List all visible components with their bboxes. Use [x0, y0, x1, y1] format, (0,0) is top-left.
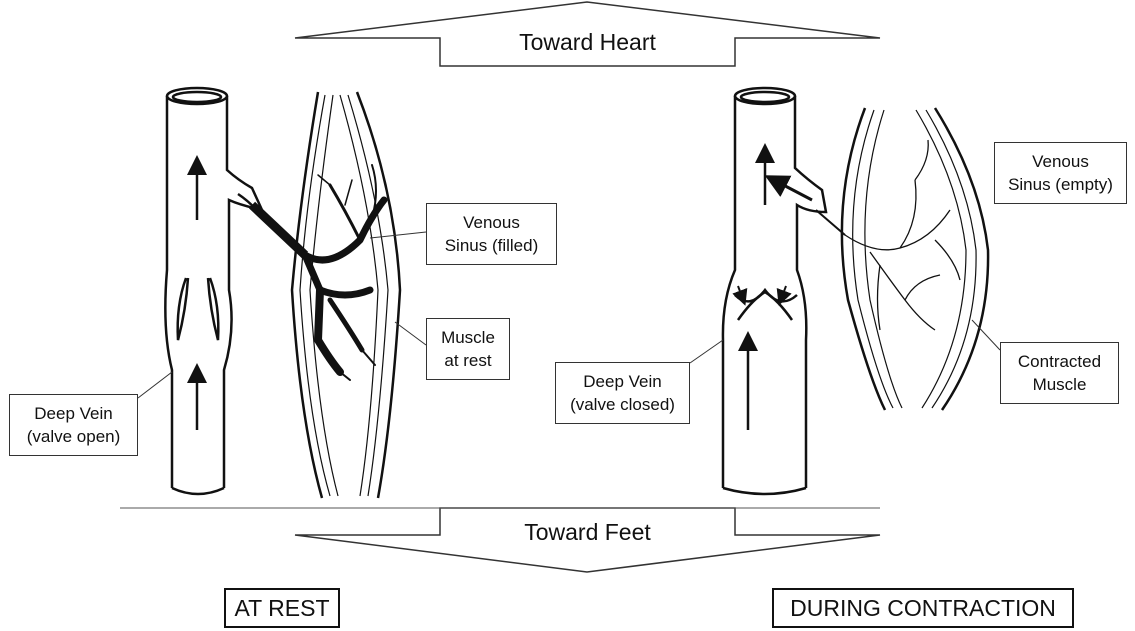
deep-vein-closed-label: Deep Vein (valve closed) [555, 362, 690, 424]
vein-open-line2: (valve open) [10, 425, 137, 448]
toward-feet-label: Toward Feet [440, 519, 735, 546]
vein-closed-line1: Deep Vein [556, 370, 689, 393]
vein-open-leader [138, 372, 172, 398]
venous-sinus-empty [845, 140, 960, 330]
sinus-filled-leader [370, 232, 426, 238]
venous-sinus-filled-label: Venous Sinus (filled) [426, 203, 557, 265]
vein-closed-leader [690, 340, 723, 363]
at-rest-title: AT REST [224, 588, 340, 628]
venous-sinus-empty-label: Venous Sinus (empty) [994, 142, 1127, 204]
sinus-filled-line1: Venous [427, 211, 556, 234]
muscle-rest-line2: at rest [427, 349, 509, 372]
muscle-contracted-line1: Contracted [1001, 350, 1118, 373]
sinus-flow-arrow [770, 178, 812, 200]
muscle-rest-leader [395, 322, 426, 345]
valve-arrow-right [780, 286, 786, 302]
muscle-contracted-line2: Muscle [1001, 373, 1118, 396]
vein-open-line1: Deep Vein [10, 402, 137, 425]
muscle-rest-line1: Muscle [427, 326, 509, 349]
sinus-empty-line1: Venous [995, 150, 1126, 173]
toward-heart-label: Toward Heart [440, 29, 735, 56]
sinus-filled-line2: Sinus (filled) [427, 234, 556, 257]
venous-sinus-filled [305, 165, 384, 380]
deep-vein-open-label: Deep Vein (valve open) [9, 394, 138, 456]
during-contraction-title: DURING CONTRACTION [772, 588, 1074, 628]
deep-vein-rest [165, 88, 262, 494]
vein-closed-line2: (valve closed) [556, 393, 689, 416]
contracted-muscle-label: Contracted Muscle [1000, 342, 1119, 404]
muscle-at-rest-label: Muscle at rest [426, 318, 510, 380]
muscle-contracted [842, 108, 988, 410]
deep-vein-contraction [723, 88, 826, 494]
sinus-empty-line2: Sinus (empty) [995, 173, 1126, 196]
